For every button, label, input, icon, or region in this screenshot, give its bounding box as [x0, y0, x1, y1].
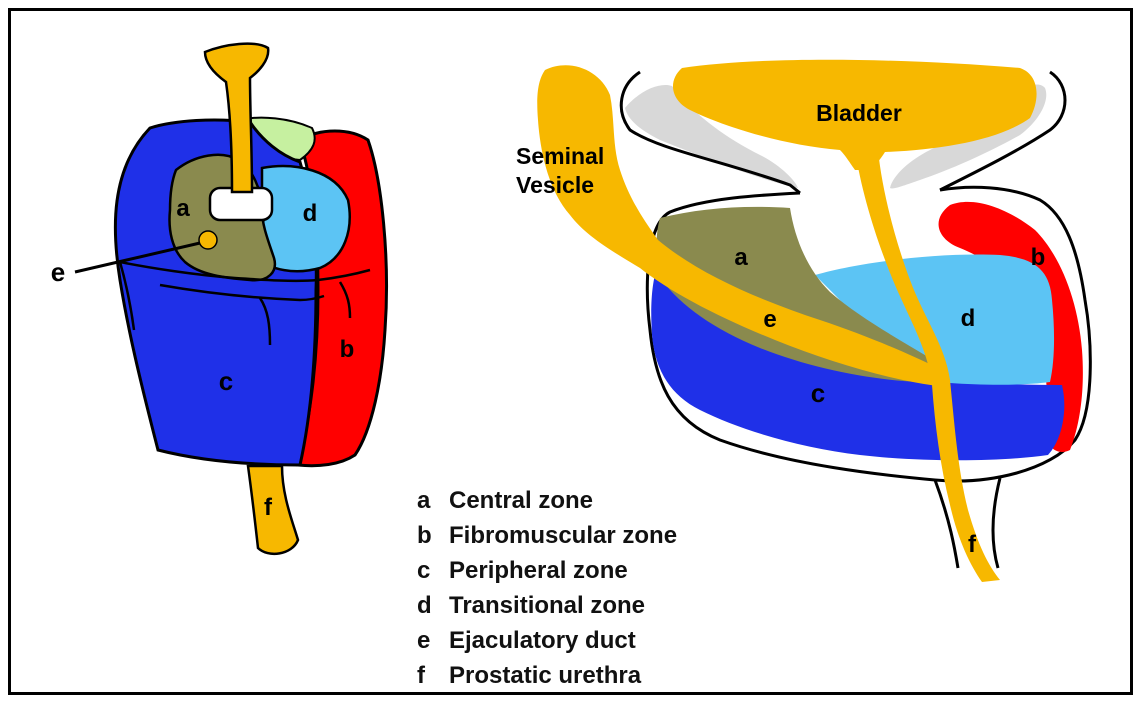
legend-label: Central zone: [449, 487, 593, 514]
legend-label: Peripheral zone: [449, 557, 628, 584]
left-label-f: f: [264, 494, 273, 521]
right-label-c: c: [811, 378, 825, 408]
right-label-f: f: [968, 531, 977, 558]
right-label-b: b: [1031, 244, 1046, 271]
left-label-e: e: [51, 257, 65, 287]
legend-key: b: [417, 518, 449, 553]
left-label-b: b: [340, 336, 355, 363]
left-label-a: a: [176, 195, 190, 222]
left-ejaculatory-duct: [199, 231, 217, 249]
urethra-exit-wall-right: [993, 478, 1000, 568]
legend-key: a: [417, 483, 449, 518]
right-label-e: e: [763, 306, 776, 333]
left-label-d: d: [303, 200, 318, 227]
right-label-d: d: [961, 305, 976, 332]
right-label-seminal: Seminal: [516, 143, 604, 169]
left-figure: [75, 44, 386, 554]
legend-key: e: [417, 623, 449, 658]
legend-label: Ejaculatory duct: [449, 627, 636, 654]
right-label-bladder: Bladder: [816, 100, 902, 126]
legend-key: c: [417, 553, 449, 588]
legend-label: Prostatic urethra: [449, 662, 641, 689]
left-label-c: c: [219, 366, 233, 396]
legend-key: d: [417, 588, 449, 623]
right-label-vesicle: Vesicle: [516, 172, 594, 198]
legend-label: Transitional zone: [449, 592, 645, 619]
right-label-a: a: [734, 244, 748, 271]
left-urethra-bottom: [248, 466, 298, 554]
legend-key: f: [417, 658, 449, 693]
legend-label: Fibromuscular zone: [449, 522, 677, 549]
